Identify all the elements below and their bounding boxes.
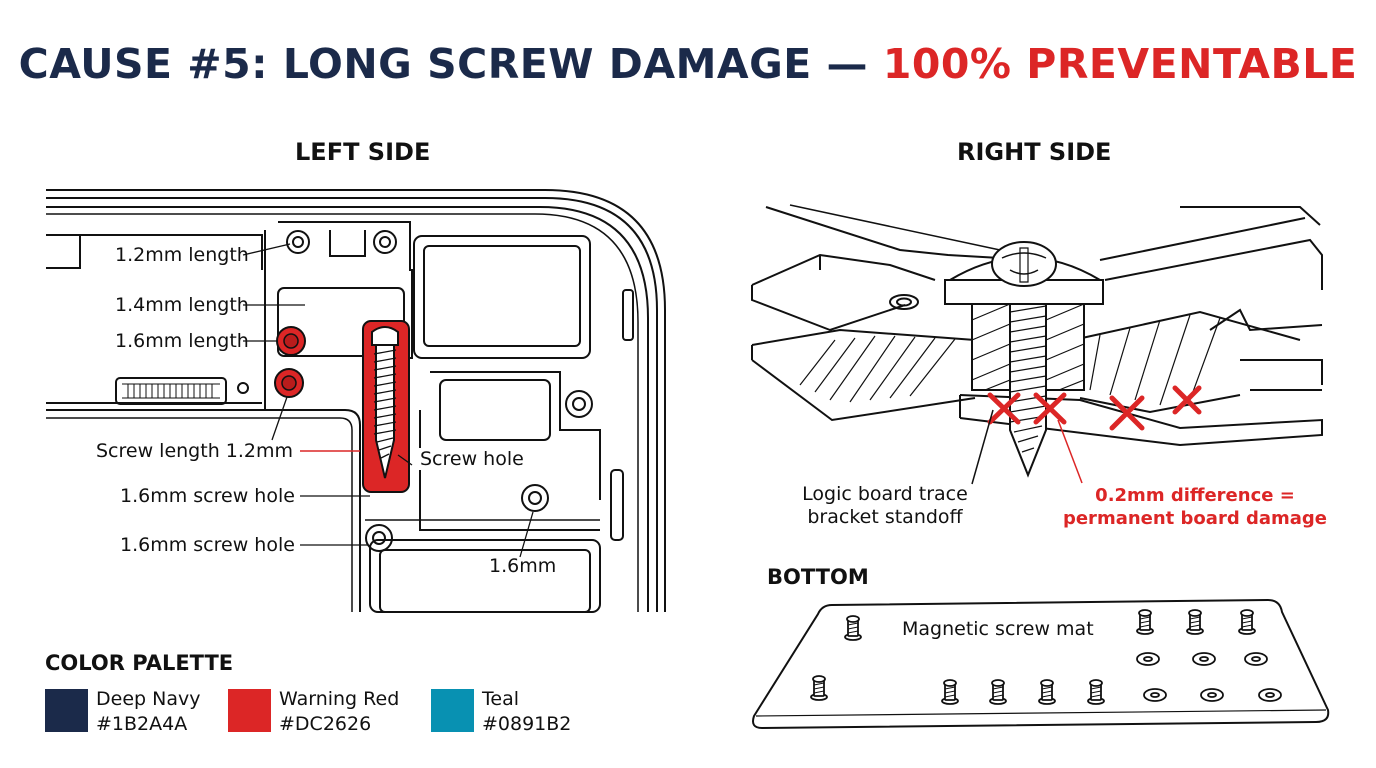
label-length-1-6mm: 1.6mm length [115,330,249,352]
page-title: CAUSE #5: LONG SCREW DAMAGE — 100% PREVE… [0,40,1376,88]
palette-name-red: Warning Red [279,688,400,710]
long-screw-highlight [362,320,410,493]
left-side-heading: LEFT SIDE [295,138,431,166]
swatch-warning-red [228,689,271,732]
mat-screw-icon [1087,679,1105,705]
mat-washer-icon [1192,652,1216,666]
mat-screw-icon [810,675,828,701]
label-logic-board-line1: Logic board trace [802,483,968,505]
mat-screw-icon [1136,609,1154,635]
palette-hex-red: #DC2626 [279,713,372,735]
label-logic-board-line2: bracket standoff [807,506,963,528]
mat-screw-icon [989,679,1007,705]
label-screw-hole-b: 1.6mm screw hole [120,534,295,556]
title-main: CAUSE #5: LONG SCREW DAMAGE — [18,40,869,88]
right-side-heading: RIGHT SIDE [957,138,1112,166]
mat-screw-icon [1238,609,1256,635]
bottom-heading: BOTTOM [767,565,869,589]
palette-hex-teal: #0891B2 [482,713,572,735]
swatch-teal [431,689,474,732]
label-length-1-4mm: 1.4mm length [115,294,249,316]
damage-marks [987,385,1202,431]
mat-washer-icon [1136,652,1160,666]
mat-screw-icon [844,615,862,641]
mat-screw-icon [1186,609,1204,635]
label-length-1-2mm: 1.2mm length [115,244,249,266]
mat-screw-icon [941,679,959,705]
label-difference-warning: 0.2mm difference = permanent board damag… [1062,484,1328,530]
label-screw-length: Screw length 1.2mm [96,440,294,462]
mat-washer-icon [1258,688,1282,702]
red-screw-holes [274,326,306,398]
palette-name-navy: Deep Navy [96,688,201,710]
mat-screw-icon [1038,679,1056,705]
swatch-deep-navy [45,689,88,732]
label-difference-line1: 0.2mm difference = [1095,485,1295,506]
title-emphasis: 100% PREVENTABLE [882,40,1358,88]
palette-name-teal: Teal [482,688,519,710]
label-magnetic-screw-mat: Magnetic screw mat [902,618,1094,640]
mat-washer-icon [1200,688,1224,702]
label-difference-line2: permanent board damage [1062,508,1328,529]
label-screw-hole: Screw hole [418,448,526,470]
mat-washer-icon [1143,688,1167,702]
label-logic-board-trace: Logic board trace bracket standoff [780,483,990,529]
label-screw-hole-a: 1.6mm screw hole [120,485,295,507]
palette-hex-navy: #1B2A4A [96,713,188,735]
palette-heading: COLOR PALETTE [45,651,234,675]
label-1-6mm: 1.6mm [489,555,557,577]
mat-washer-icon [1244,652,1268,666]
